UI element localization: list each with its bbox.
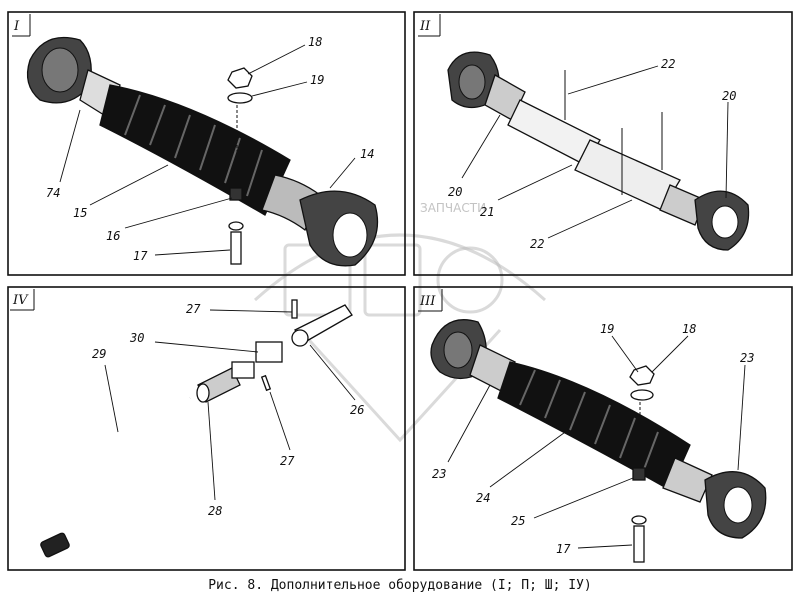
flange-left-i — [26, 36, 92, 104]
panel-iv-drawing — [40, 299, 353, 558]
panel-label-ii: II — [419, 19, 431, 34]
bellows-i — [99, 84, 291, 216]
panel-label-i: I — [13, 19, 20, 34]
bellows-iii — [497, 361, 691, 491]
panel-i-drawing — [26, 36, 379, 267]
callout-27-top-iv: 27 — [186, 302, 201, 316]
callout-28-iv: 28 — [208, 504, 222, 518]
panel-i-callouts: 18 19 74 14 15 16 17 — [46, 35, 374, 263]
panel-frame-i — [7, 11, 406, 276]
callout-18-iii: 18 — [682, 322, 696, 336]
callout-20-left-ii: 20 — [448, 185, 462, 199]
callout-16-i: 16 — [106, 229, 120, 243]
panel-label-iii: III — [419, 294, 436, 309]
callout-25-iii: 25 — [511, 514, 525, 528]
crank-socket — [40, 532, 70, 558]
watermark-text: ЗАПЧАСТИ — [420, 201, 486, 215]
nut-18-i — [227, 67, 253, 89]
pin-27-lower — [260, 374, 272, 392]
callout-17-i: 17 — [133, 249, 148, 263]
yoke-iv — [231, 361, 255, 379]
callout-27-bottom-iv: 27 — [280, 454, 295, 468]
flange-right-iii — [704, 471, 767, 539]
washer-19-iii — [630, 389, 654, 401]
panel-ii-callouts: 22 20 20 21 22 — [448, 57, 736, 251]
pin-27-upper — [291, 299, 298, 319]
watermark: ЗАПЧАСТИ — [253, 201, 547, 443]
callout-23-right-iii: 23 — [740, 351, 754, 365]
bolt-17-i — [230, 231, 242, 265]
callout-30-iv: 30 — [129, 331, 144, 345]
callout-19-iii: 19 — [600, 322, 614, 336]
panel-ii-drawing — [447, 51, 750, 251]
nut-18-iii — [629, 365, 655, 386]
callout-24-iii: 24 — [476, 491, 490, 505]
panel-iii-callouts: 19 18 23 23 24 25 17 — [432, 322, 754, 556]
panel-frame-iii — [413, 286, 793, 571]
crank-rod — [54, 397, 191, 546]
callout-17-iii: 17 — [556, 542, 571, 556]
flange-right-ii — [694, 190, 750, 251]
callout-21-ii: 21 — [480, 205, 494, 219]
block-30 — [255, 341, 283, 363]
panel-iii-drawing — [430, 319, 767, 563]
callout-20-right-ii: 20 — [722, 89, 736, 103]
callout-18-i: 18 — [308, 35, 322, 49]
callout-14-i: 14 — [360, 147, 374, 161]
panel-label-iv: IV — [12, 293, 29, 308]
washer-19-i — [227, 92, 253, 104]
figure-caption: Рис. 8. Дополнительное оборудование (I; … — [208, 578, 592, 593]
panel-frame-iv — [7, 286, 406, 571]
flange-right-i — [299, 190, 379, 267]
callout-15-i: 15 — [73, 206, 87, 220]
callout-22-bottom-ii: 22 — [530, 237, 544, 251]
callout-22-top-ii: 22 — [661, 57, 675, 71]
callout-19-i: 19 — [310, 73, 324, 87]
panel-frame-ii — [413, 11, 793, 276]
clamp-16-i — [229, 187, 243, 201]
callout-26-iv: 26 — [350, 403, 364, 417]
panel-iv-callouts: 27 30 29 26 27 28 — [92, 302, 364, 518]
clamp-25-iii — [632, 467, 646, 481]
callout-74-i: 74 — [46, 186, 60, 200]
callout-23-left-iii: 23 — [432, 467, 446, 481]
flange-left-ii — [447, 51, 500, 109]
callout-29-iv: 29 — [92, 347, 106, 361]
bolt-17-iii — [633, 525, 645, 563]
flange-left-iii — [430, 319, 487, 380]
